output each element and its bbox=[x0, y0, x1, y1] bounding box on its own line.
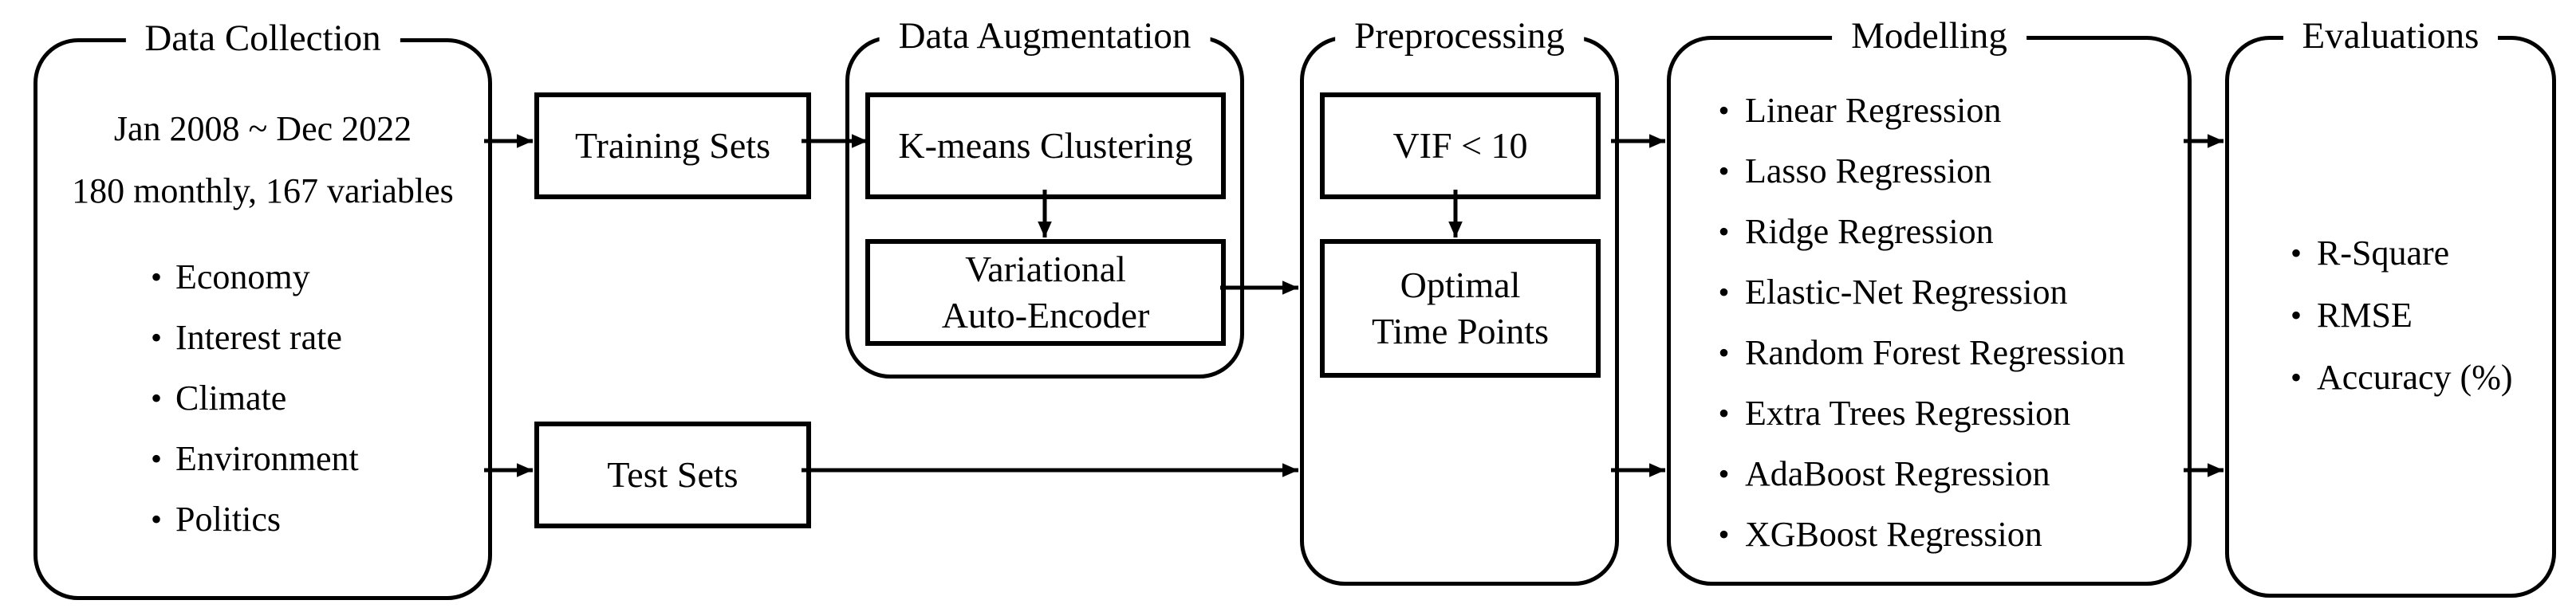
bullet-icon: • bbox=[1718, 92, 1730, 128]
bullet-icon: • bbox=[1718, 334, 1730, 371]
modelling-title: Modelling bbox=[1832, 14, 2027, 58]
bullet-icon: • bbox=[1718, 273, 1730, 310]
bullet-icon: • bbox=[2290, 296, 2302, 333]
training-sets-box: Training Sets bbox=[534, 92, 811, 199]
optimal-time-points-box: Optimal Time Points bbox=[1320, 239, 1601, 378]
bullet-icon: • bbox=[150, 379, 162, 416]
list-item-label: Elastic-Net Regression bbox=[1745, 272, 2068, 312]
list-item: • R-Square bbox=[2229, 222, 2552, 284]
data-augmentation-title: Data Augmentation bbox=[879, 14, 1211, 58]
data-collection-list: • Economy • Interest rate • Climate • Enviro… bbox=[37, 246, 488, 549]
list-item: • Climate bbox=[37, 367, 488, 428]
evaluations-title: Evaluations bbox=[2283, 14, 2499, 58]
list-item-label: AdaBoost Regression bbox=[1745, 453, 2050, 493]
bullet-icon: • bbox=[1718, 455, 1730, 492]
bullet-icon: • bbox=[150, 440, 162, 477]
list-item: • AdaBoost Regression bbox=[1671, 443, 2188, 504]
bullet-icon: • bbox=[1718, 394, 1730, 431]
list-item-label: Lasso Regression bbox=[1745, 151, 1992, 190]
bullet-icon: • bbox=[1718, 213, 1730, 249]
vif-box: VIF < 10 bbox=[1320, 92, 1601, 199]
list-item: • Random Forest Regression bbox=[1671, 322, 2188, 382]
list-item-label: Interest rate bbox=[175, 317, 342, 357]
list-item: • Linear Regression bbox=[1671, 80, 2188, 140]
collection-size: 180 monthly, 167 variables bbox=[72, 171, 454, 210]
list-item: • Lasso Regression bbox=[1671, 140, 2188, 201]
bullet-icon: • bbox=[150, 258, 162, 295]
bullet-icon: • bbox=[1718, 516, 1730, 552]
list-item-label: XGBoost Regression bbox=[1745, 514, 2042, 554]
training-sets-label: Training Sets bbox=[575, 125, 770, 166]
data-collection-title: Data Collection bbox=[125, 16, 400, 61]
list-item-label: Economy bbox=[175, 257, 310, 296]
list-item-label: Extra Trees Regression bbox=[1745, 393, 2071, 433]
bullet-icon: • bbox=[2290, 359, 2302, 395]
preprocessing-group: Preprocessing VIF < 10 Optimal Time Poin… bbox=[1300, 14, 1619, 586]
test-sets-box: Test Sets bbox=[534, 422, 811, 528]
vae-label-line1: Variational bbox=[965, 249, 1126, 289]
kmeans-clustering-box: K-means Clustering bbox=[865, 92, 1226, 199]
list-item-label: RMSE bbox=[2317, 295, 2413, 335]
data-collection-summary: Jan 2008 ~ Dec 2022 180 monthly, 167 var… bbox=[37, 98, 488, 222]
data-collection-group: Data Collection Jan 2008 ~ Dec 2022 180 … bbox=[33, 16, 492, 600]
preprocessing-title: Preprocessing bbox=[1335, 14, 1584, 58]
list-item-label: Accuracy (%) bbox=[2317, 357, 2513, 397]
kmeans-clustering-label: K-means Clustering bbox=[898, 125, 1193, 166]
test-sets-label: Test Sets bbox=[607, 454, 739, 495]
list-item-label: Ridge Regression bbox=[1745, 211, 1994, 251]
list-item: • RMSE bbox=[2229, 284, 2552, 346]
list-item: • XGBoost Regression bbox=[1671, 504, 2188, 564]
evaluations-group: Evaluations • R-Square • RMSE • Accuracy (%… bbox=[2225, 14, 2556, 598]
list-item: • Accuracy (%) bbox=[2229, 346, 2552, 408]
bullet-icon: • bbox=[1718, 152, 1730, 189]
modelling-group: Modelling • Linear Regression • Lasso Regr… bbox=[1667, 14, 2192, 586]
list-item-label: Random Forest Regression bbox=[1745, 332, 2125, 372]
list-item-label: Environment bbox=[175, 438, 359, 478]
data-augmentation-group: Data Augmentation K-means Clustering Var… bbox=[845, 14, 1244, 379]
list-item: • Extra Trees Regression bbox=[1671, 382, 2188, 443]
list-item: • Interest rate bbox=[37, 307, 488, 367]
list-item: • Environment bbox=[37, 428, 488, 488]
otp-label-line2: Time Points bbox=[1371, 311, 1549, 351]
collection-period: Jan 2008 ~ Dec 2022 bbox=[113, 109, 412, 148]
list-item: • Economy bbox=[37, 246, 488, 307]
list-item: • Elastic-Net Regression bbox=[1671, 261, 2188, 322]
evaluations-list: • R-Square • RMSE • Accuracy (%) bbox=[2229, 222, 2552, 408]
otp-label-line1: Optimal bbox=[1400, 265, 1521, 305]
bullet-icon: • bbox=[150, 319, 162, 355]
list-item-label: Politics bbox=[175, 499, 282, 539]
bullet-icon: • bbox=[2290, 234, 2302, 271]
bullet-icon: • bbox=[150, 500, 162, 537]
list-item-label: Linear Regression bbox=[1745, 90, 2002, 130]
list-item-label: Climate bbox=[175, 378, 287, 418]
vif-label: VIF < 10 bbox=[1392, 125, 1528, 166]
modelling-list: • Linear Regression • Lasso Regression • Ri… bbox=[1671, 80, 2188, 564]
vae-label-line2: Auto-Encoder bbox=[941, 295, 1150, 335]
list-item: • Ridge Regression bbox=[1671, 201, 2188, 261]
list-item-label: R-Square bbox=[2317, 233, 2450, 273]
variational-autoencoder-box: Variational Auto-Encoder bbox=[865, 239, 1226, 346]
list-item: • Politics bbox=[37, 488, 488, 549]
